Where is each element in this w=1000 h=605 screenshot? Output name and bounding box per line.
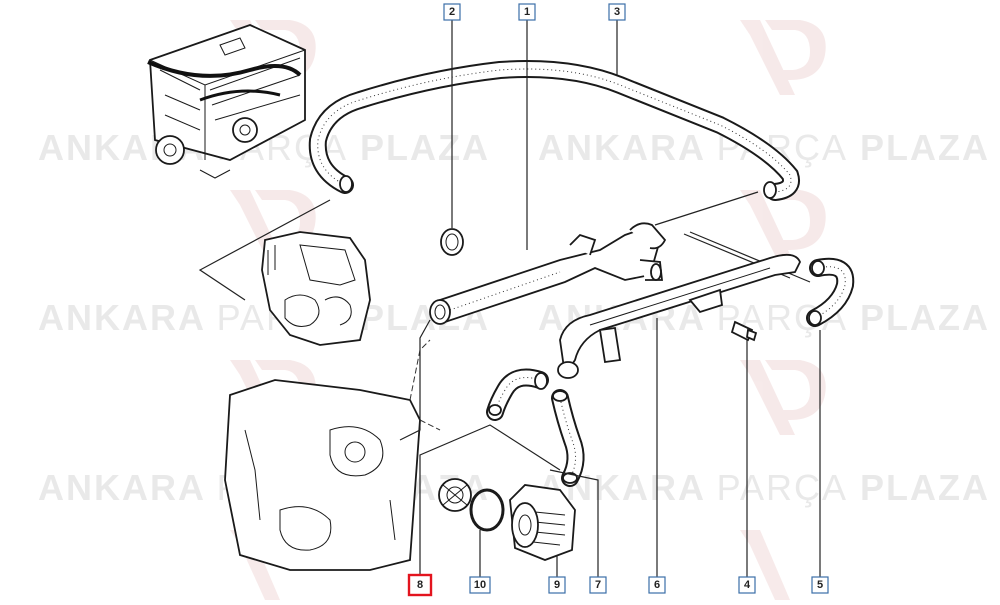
- svg-text:7: 7: [595, 579, 601, 591]
- svg-text:9: 9: [554, 579, 560, 591]
- callout-2[interactable]: 2: [443, 3, 461, 21]
- seal-ring-2: [440, 228, 464, 256]
- thermostat-fitting: [438, 478, 472, 512]
- watermark-text: ANKARA PARÇA PLAZA: [538, 467, 990, 508]
- bolt-4: [730, 320, 758, 342]
- callout-9[interactable]: 9: [548, 576, 566, 594]
- assembly-guides: [198, 191, 811, 441]
- coolant-hose-3: [308, 60, 800, 201]
- callout-4[interactable]: 4: [738, 576, 756, 594]
- svg-text:5: 5: [817, 579, 823, 591]
- callout-3[interactable]: 3: [608, 3, 626, 21]
- leader-lines: [419, 20, 821, 577]
- callout-1[interactable]: 1: [518, 3, 536, 21]
- svg-text:6: 6: [654, 579, 660, 591]
- oil-cooler-9: [509, 484, 576, 561]
- callout-7[interactable]: 7: [589, 576, 607, 594]
- watermark-logo-icon: [230, 20, 826, 600]
- callout-10[interactable]: 10: [469, 576, 491, 594]
- coolant-pipe-6: [557, 253, 801, 379]
- svg-text:8: 8: [417, 579, 423, 591]
- svg-text:2: 2: [449, 6, 455, 18]
- coolant-hose-7: [551, 389, 585, 487]
- watermark-text: ANKARA PARÇA PLAZA: [538, 127, 990, 168]
- engine-thumbnail: [147, 24, 306, 179]
- callout-5[interactable]: 5: [811, 576, 829, 594]
- water-pipe-1: [429, 222, 667, 325]
- coolant-hose-5: [806, 257, 855, 327]
- svg-text:3: 3: [614, 6, 620, 18]
- coolant-hose-8: [486, 368, 549, 421]
- svg-text:1: 1: [524, 6, 530, 18]
- watermark-text: ANKARA PARÇA PLAZA: [38, 297, 490, 338]
- engine-block-outline: [224, 231, 441, 571]
- svg-text:4: 4: [744, 579, 751, 591]
- svg-text:10: 10: [474, 579, 486, 591]
- o-ring-10: [469, 488, 505, 532]
- callout-8[interactable]: 8: [407, 573, 433, 597]
- callout-6[interactable]: 6: [648, 576, 666, 594]
